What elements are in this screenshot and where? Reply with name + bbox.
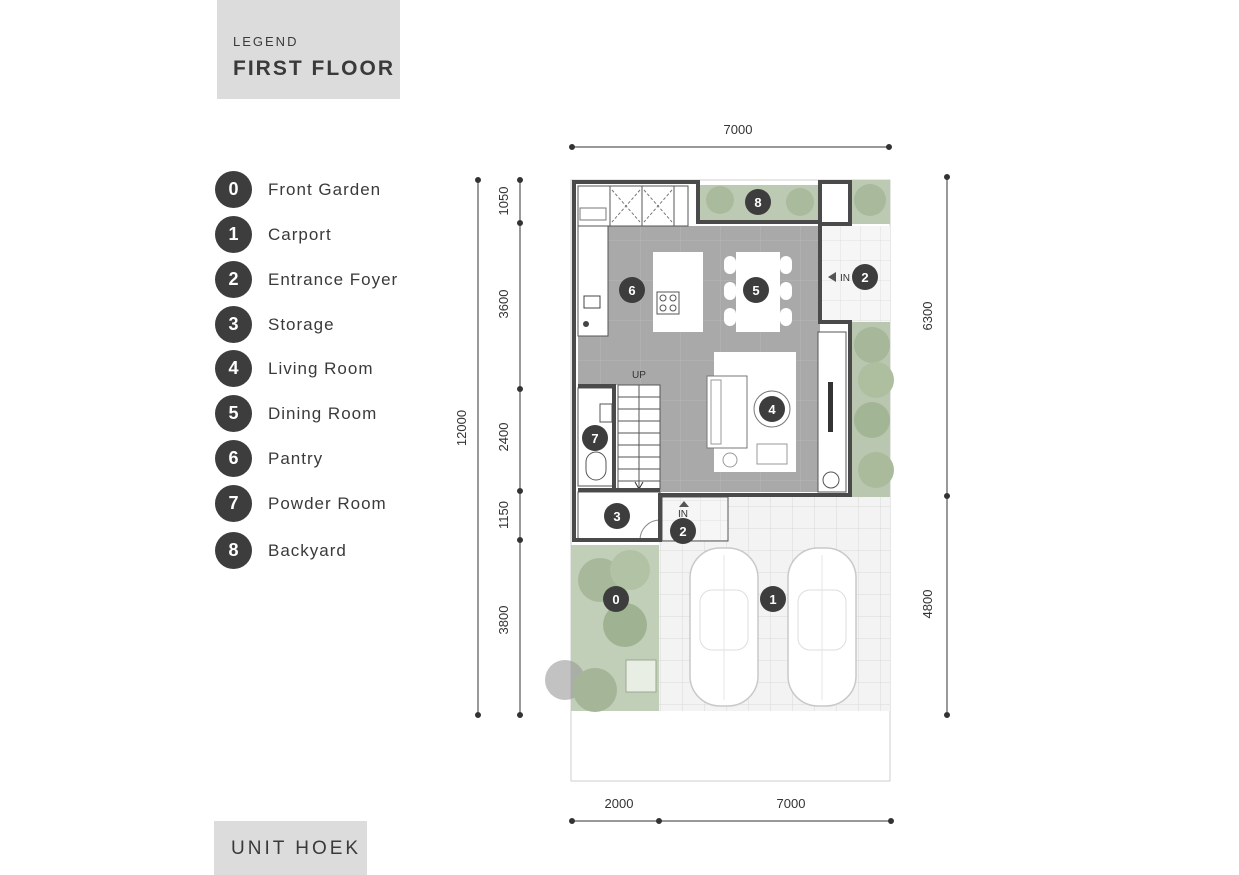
dim-left-seg-2: 3600 [496, 290, 511, 319]
marker-number: 7 [591, 431, 598, 446]
legend-label: Storage [268, 314, 335, 334]
car-icon [689, 547, 759, 707]
marker-number: 2 [679, 524, 686, 539]
legend-label: Powder Room [268, 493, 387, 513]
legend-number: 6 [215, 440, 252, 477]
legend-label: Front Garden [268, 179, 382, 199]
room-marker: 7 [582, 425, 608, 451]
marker-number: 1 [769, 592, 776, 607]
dim-bottom-left: 2000 [605, 796, 634, 811]
unit-label-box: UNIT HOEK [214, 821, 367, 875]
legend-label: Entrance Foyer [268, 269, 399, 289]
legend-number: 4 [215, 350, 252, 387]
legend-number: 0 [215, 171, 252, 208]
front-garden [545, 545, 659, 712]
entrance-in-label: IN [678, 509, 688, 520]
dim-left-total: 12000 [454, 410, 469, 446]
arrow-in-icon [828, 272, 836, 282]
legend-number: 1 [215, 216, 252, 253]
staircase [617, 384, 661, 491]
dimension-lines [475, 144, 950, 824]
backyard [700, 180, 890, 224]
legend-item: 4 Living Room [215, 350, 435, 387]
dim-bottom-right: 7000 [777, 796, 806, 811]
dim-left-seg-1: 1050 [496, 187, 511, 216]
room-marker: 6 [619, 277, 645, 303]
legend-item: 7 Powder Room [215, 485, 435, 522]
room-marker: 8 [745, 189, 771, 215]
unit-label: UNIT HOEK [231, 838, 362, 859]
dim-left-seg-5: 3800 [496, 606, 511, 635]
room-marker: 4 [759, 396, 785, 422]
legend-label: Carport [268, 224, 332, 244]
legend-label: Dining Room [268, 403, 378, 423]
marker-number: 4 [768, 402, 776, 417]
kitchen-counter [577, 185, 689, 227]
dim-left-seg-3: 2400 [496, 423, 511, 452]
side-garden [850, 322, 894, 497]
room-marker: 5 [743, 277, 769, 303]
room-marker: 1 [760, 586, 786, 612]
arrow-in-icon [679, 501, 689, 507]
legend-item: 5 Dining Room [215, 395, 435, 432]
walls [572, 180, 852, 542]
stairs-label: UP [632, 370, 646, 381]
dim-right-lower: 4800 [920, 590, 935, 619]
legend-number: 8 [215, 532, 252, 569]
marker-number: 3 [613, 509, 620, 524]
marker-number: 0 [612, 592, 619, 607]
room-marker: 2 [670, 518, 696, 544]
legend-label: Backyard [268, 540, 347, 560]
marker-number: 8 [754, 195, 761, 210]
dining-table [724, 252, 792, 332]
legend-item: 3 Storage [215, 306, 435, 343]
car-icon [787, 547, 857, 707]
pantry-island [653, 252, 703, 332]
room-markers: 8 6 5 2 4 7 3 2 [582, 189, 878, 612]
dim-left-seg-4: 1150 [496, 501, 511, 529]
legend-heading: LEGEND [233, 34, 299, 49]
room-marker: 3 [604, 503, 630, 529]
side-counter [577, 225, 609, 337]
legend-number: 3 [215, 306, 252, 343]
legend-item: 6 Pantry [215, 440, 435, 477]
title-box: LEGEND FIRST FLOOR [217, 0, 400, 99]
side-in-label: IN [840, 273, 850, 284]
dim-right-upper: 6300 [920, 302, 935, 331]
room-marker: 2 [852, 264, 878, 290]
marker-number: 6 [628, 283, 635, 298]
marker-number: 2 [861, 270, 868, 285]
room-marker: 0 [603, 586, 629, 612]
legend-number: 7 [215, 485, 252, 522]
legend-label: Pantry [268, 448, 324, 468]
legend-item: 0 Front Garden [215, 171, 435, 208]
floor-title: FIRST FLOOR [233, 57, 395, 80]
legend-label: Living Room [268, 358, 374, 378]
legend-item: 2 Entrance Foyer [215, 261, 435, 298]
legend-number: 2 [215, 261, 252, 298]
marker-number: 5 [752, 283, 759, 298]
storage-door [639, 519, 661, 541]
dim-top-width: 7000 [724, 122, 753, 137]
legend-item: 1 Carport [215, 216, 435, 253]
legend-number: 5 [215, 395, 252, 432]
legend-item: 8 Backyard [215, 532, 435, 569]
tv-cabinet [817, 331, 847, 493]
